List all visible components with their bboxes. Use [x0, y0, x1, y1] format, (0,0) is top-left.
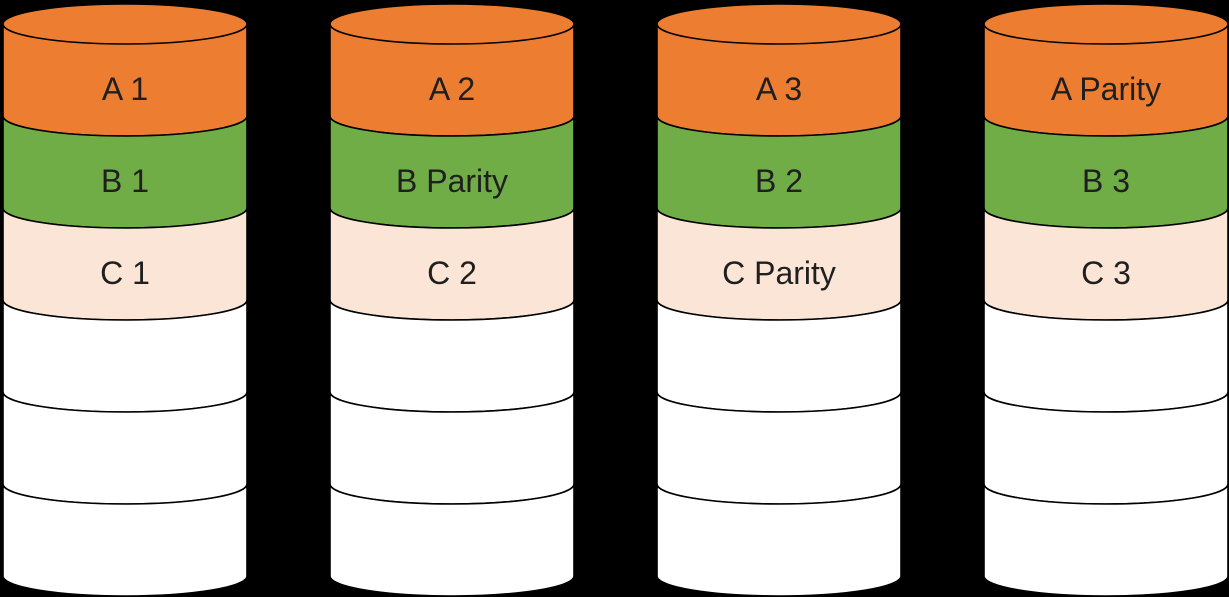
disk-4-segment-6	[983, 483, 1229, 597]
disk-3-top-ellipse	[656, 3, 902, 45]
disk-2-segment-2-label: B Parity	[396, 163, 508, 199]
disk-cylinder-1: A 1 B 1 C 1	[2, 3, 248, 597]
disk-2-top-ellipse	[329, 3, 575, 45]
disk-3-segment-1-label: A 3	[756, 71, 802, 107]
disk-1-segment-1-label: A 1	[102, 71, 148, 107]
disk-4-segment-2-label: B 3	[1082, 163, 1130, 199]
disk-3-segment-2-label: B 2	[755, 163, 803, 199]
disk-1-segment-3-label: C 1	[100, 255, 150, 291]
disk-4-segment-3-label: C 3	[1081, 255, 1131, 291]
disk-3-segment-3-label: C Parity	[722, 255, 836, 291]
disk-cylinder-4: A Parity B 3 C 3	[983, 3, 1229, 597]
disk-3-segment-6	[656, 483, 902, 597]
disk-2-segment-6	[329, 483, 575, 597]
disk-cylinder-2: A 2 B Parity C 2	[329, 3, 575, 597]
disk-1-segment-6	[2, 483, 248, 597]
disk-cylinder-3: A 3 B 2 C Parity	[656, 3, 902, 597]
disk-2-segment-1-label: A 2	[429, 71, 475, 107]
disk-1-top-ellipse	[2, 3, 248, 45]
disk-1-segment-2-label: B 1	[101, 163, 149, 199]
disk-4-top-ellipse	[983, 3, 1229, 45]
disk-4-segment-1-label: A Parity	[1051, 71, 1161, 107]
disk-2-segment-3-label: C 2	[427, 255, 477, 291]
